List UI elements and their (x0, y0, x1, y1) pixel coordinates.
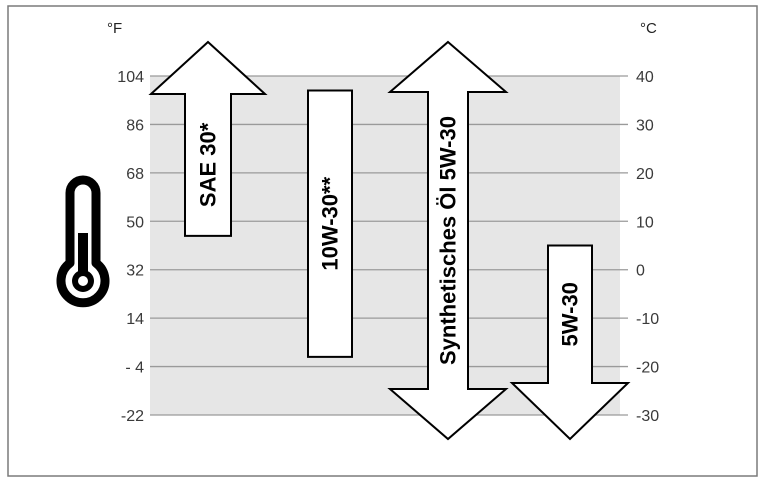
fahrenheit-unit-label: °F (107, 20, 122, 37)
oil-range-shape (509, 244, 631, 441)
fahrenheit-tick-label: 104 (117, 69, 144, 86)
oil-ranges: SAE 30* 10W-30** Synthetisches Öl 5W-30 5W-… (148, 40, 631, 441)
fahrenheit-axis: 104 86 68 50 32 14 - 4 -22 (117, 69, 144, 425)
oil-range-shape (387, 40, 509, 441)
oil-range-shape (307, 89, 353, 358)
oil-range-label: 5W-30 (558, 282, 583, 346)
thermometer-icon (56, 175, 110, 308)
celsius-tick-label: -20 (636, 360, 659, 377)
oil-range-3: Synthetisches Öl 5W-30 (387, 40, 509, 441)
fahrenheit-tick-label: 32 (126, 263, 144, 280)
celsius-tick-label: 0 (636, 263, 645, 280)
celsius-tick-label: -30 (636, 408, 659, 425)
oil-range-shape (148, 40, 268, 237)
fahrenheit-tick-label: - 4 (125, 360, 144, 377)
celsius-axis: 40 30 20 10 0 -10 -20 -30 (636, 69, 659, 425)
celsius-tick-label: 10 (636, 214, 654, 231)
oil-range-label: 10W-30** (318, 176, 343, 270)
oil-range-2: 10W-30** (307, 89, 353, 358)
fahrenheit-tick-label: -22 (121, 408, 144, 425)
oil-range-label: Synthetisches Öl 5W-30 (436, 116, 461, 365)
celsius-tick-label: 20 (636, 166, 654, 183)
fahrenheit-tick-label: 68 (126, 166, 144, 183)
fahrenheit-tick-label: 50 (126, 214, 144, 231)
celsius-tick-label: 40 (636, 69, 654, 86)
celsius-unit-label: °C (640, 20, 657, 37)
oil-range-4: 5W-30 (509, 244, 631, 441)
celsius-tick-label: -10 (636, 311, 659, 328)
fahrenheit-tick-label: 14 (126, 311, 144, 328)
fahrenheit-tick-label: 86 (126, 117, 144, 134)
oil-range-label: SAE 30* (196, 122, 221, 207)
celsius-tick-label: 30 (636, 117, 654, 134)
oil-range-1: SAE 30* (148, 40, 268, 237)
